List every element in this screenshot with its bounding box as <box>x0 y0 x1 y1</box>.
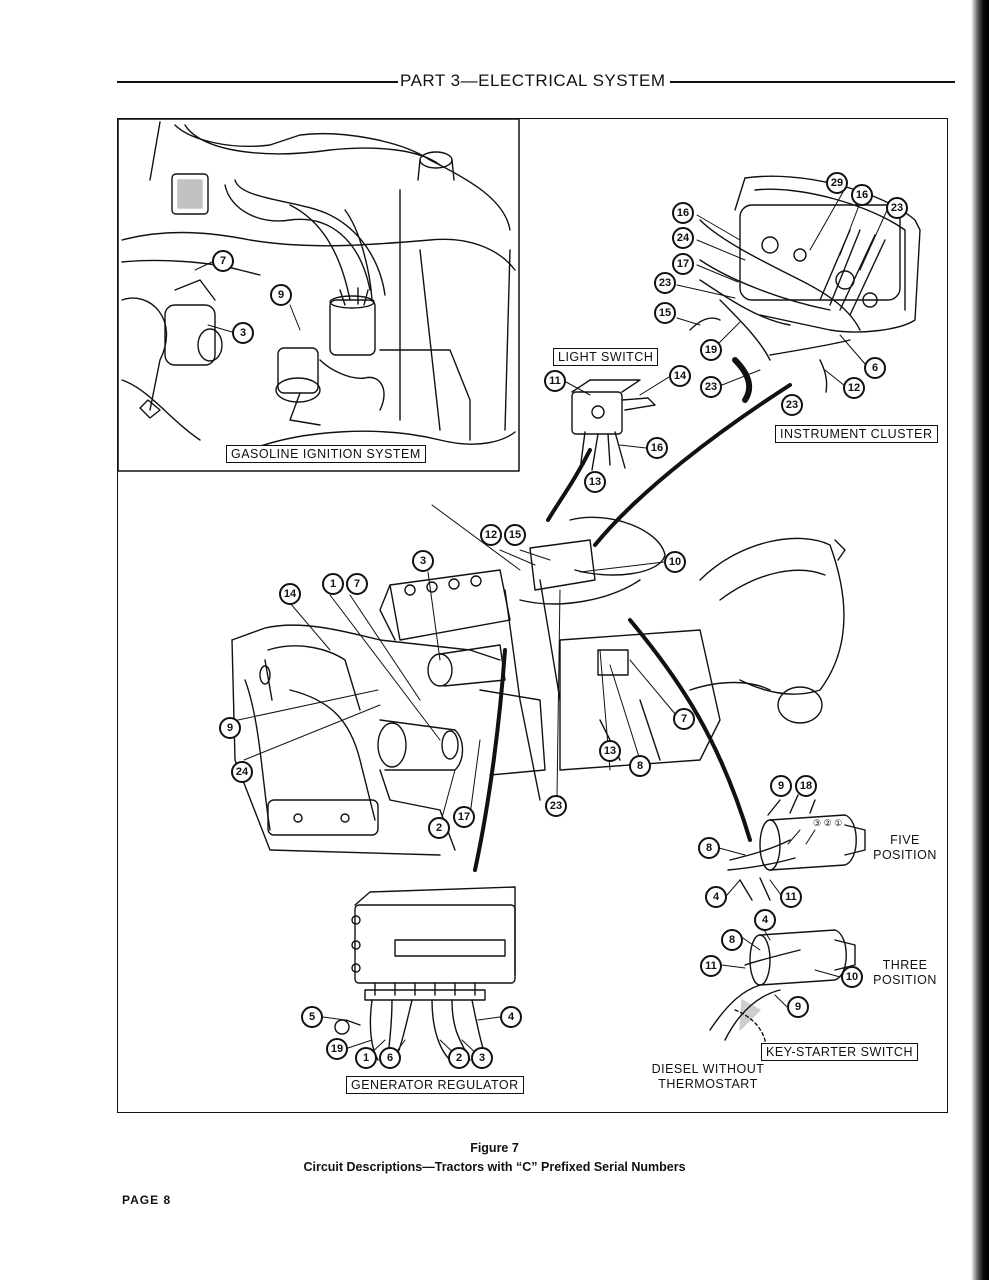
callout-4-regulator: 4 <box>500 1006 522 1028</box>
callout-9-three-position: 9 <box>787 996 809 1018</box>
callout-9-main: 9 <box>219 717 241 739</box>
page-header-title: PART 3—ELECTRICAL SYSTEM <box>398 71 668 91</box>
callout-9-five-position: 9 <box>770 775 792 797</box>
callout-13-light-switch: 13 <box>584 471 606 493</box>
label-gasoline-ignition-system: GASOLINE IGNITION SYSTEM <box>226 445 426 463</box>
label-three: THREE <box>882 958 928 972</box>
key-switch-leaders <box>718 829 841 1008</box>
callout-23-cluster-left: 23 <box>654 272 676 294</box>
label-key-starter-switch: KEY-STARTER SWITCH <box>761 1043 918 1061</box>
callout-11-light-switch: 11 <box>544 370 566 392</box>
label-diesel-line2: THERMOSTART <box>658 1077 758 1091</box>
callout-29-cluster: 29 <box>826 172 848 194</box>
label-diesel-without-thermostart: DIESEL WITHOUT THERMOSTART <box>640 1062 776 1092</box>
callout-7-main: 7 <box>346 573 368 595</box>
callout-23-main: 23 <box>545 795 567 817</box>
callout-3-ignition: 3 <box>232 322 254 344</box>
callout-14-light-switch: 14 <box>669 365 691 387</box>
label-position-three: POSITION <box>873 973 937 987</box>
callout-2-main: 2 <box>428 817 450 839</box>
callout-12-cluster: 12 <box>843 377 865 399</box>
callout-1-regulator: 1 <box>355 1047 377 1069</box>
callout-23-cluster-bottom: 23 <box>781 394 803 416</box>
callout-15-dash: 15 <box>504 524 526 546</box>
callout-19-cluster: 19 <box>700 339 722 361</box>
callout-8-five-position: 8 <box>698 837 720 859</box>
callout-8-three-position: 8 <box>721 929 743 951</box>
light-switch-art <box>571 379 656 471</box>
callout-10-dash: 10 <box>664 551 686 573</box>
callout-3-battery: 3 <box>412 550 434 572</box>
callout-11-five-position: 11 <box>780 886 802 908</box>
key-position-marks: ③ ② ① <box>813 818 842 828</box>
callout-6-regulator: 6 <box>379 1047 401 1069</box>
callout-6-cluster: 6 <box>864 357 886 379</box>
callout-16-cluster: 16 <box>672 202 694 224</box>
callout-19-regulator: 19 <box>326 1038 348 1060</box>
ignition-inset-frame <box>117 118 520 472</box>
key-switch-art <box>709 794 866 1061</box>
label-five: FIVE <box>890 833 920 847</box>
label-instrument-cluster: INSTRUMENT CLUSTER <box>775 425 938 443</box>
callout-10-three-position: 10 <box>841 966 863 988</box>
callout-4-three-position: 4 <box>754 909 776 931</box>
ignition-inset-art <box>121 121 516 451</box>
callout-16-light-switch: 16 <box>646 437 668 459</box>
label-light-switch: LIGHT SWITCH <box>553 348 659 366</box>
callout-18-five-position: 18 <box>795 775 817 797</box>
figure-number: Figure 7 <box>470 1141 519 1155</box>
leader-lines <box>194 191 889 826</box>
callout-14-main: 14 <box>279 583 301 605</box>
callout-15-cluster: 15 <box>654 302 676 324</box>
header-rule-left <box>117 81 399 83</box>
callout-17-cluster: 17 <box>672 253 694 275</box>
figure-caption: Circuit Descriptions—Tractors with “C” P… <box>303 1160 686 1174</box>
generator-regulator-art <box>334 886 516 1061</box>
callout-12-dash: 12 <box>480 524 502 546</box>
callout-11-three-position: 11 <box>700 955 722 977</box>
callout-2-regulator: 2 <box>448 1047 470 1069</box>
callout-13-main: 13 <box>599 740 621 762</box>
page-number: PAGE 8 <box>122 1193 172 1207</box>
callout-16-cluster-top: 16 <box>851 184 873 206</box>
callout-1-main: 1 <box>322 573 344 595</box>
callout-4-five-position: 4 <box>705 886 727 908</box>
harness-lead-light-switch <box>546 448 592 522</box>
harness-lead-cluster <box>593 383 792 547</box>
tractor-art <box>231 516 846 856</box>
harness-lead-key-switch <box>628 618 752 842</box>
instrument-cluster-art <box>689 175 921 403</box>
callout-8-main: 8 <box>629 755 651 777</box>
harness-lead-regulator <box>473 648 507 872</box>
callout-17-main: 17 <box>453 806 475 828</box>
callout-5-regulator: 5 <box>301 1006 323 1028</box>
label-three-position: THREE POSITION <box>872 958 938 988</box>
scan-binding-edge <box>971 0 989 1280</box>
label-five-position: FIVE POSITION <box>872 833 938 863</box>
label-diesel-line1: DIESEL WITHOUT <box>651 1062 765 1076</box>
figure-frame <box>117 118 948 1113</box>
callout-24-cluster: 24 <box>672 227 694 249</box>
label-generator-regulator: GENERATOR REGULATOR <box>346 1076 524 1094</box>
callout-23-cluster-top: 23 <box>886 197 908 219</box>
callout-9-ignition: 9 <box>270 284 292 306</box>
callout-24-main: 24 <box>231 761 253 783</box>
callout-23-cluster-mid: 23 <box>700 376 722 398</box>
header-rule-right <box>670 81 955 83</box>
label-position-five: POSITION <box>873 848 937 862</box>
callout-7-rear: 7 <box>673 708 695 730</box>
callout-3-regulator: 3 <box>471 1047 493 1069</box>
callout-7-ignition: 7 <box>212 250 234 272</box>
